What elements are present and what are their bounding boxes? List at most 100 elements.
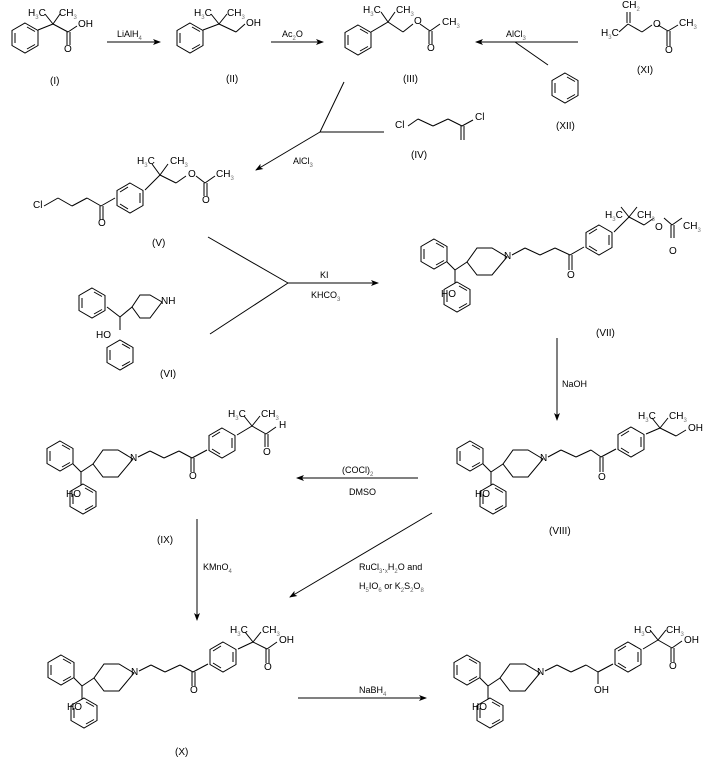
- atom-ch3: CH3: [679, 18, 697, 32]
- label-compound-II: (II): [226, 74, 239, 85]
- atom-o: O: [263, 447, 271, 458]
- atom-o: O: [98, 218, 106, 229]
- atom-h3c: H3C: [230, 625, 248, 639]
- atom-ho: HO: [472, 702, 487, 713]
- label-compound-XII: (XII): [556, 121, 575, 132]
- atom-ch3: CH3: [216, 169, 234, 183]
- reagent-nabh4: NaBH4: [359, 685, 387, 698]
- atom-ch3: CH3: [59, 8, 77, 22]
- atom-o: O: [190, 685, 198, 696]
- atom-ch3: CH3: [262, 625, 280, 639]
- atom-ch3: CH3: [669, 411, 687, 425]
- arrow-III-IV-to-V: [255, 81, 384, 171]
- compound-III: [344, 11, 441, 56]
- reagent-ki: KI: [320, 270, 329, 280]
- atom-ho: HO: [67, 702, 82, 713]
- label-compound-VI: (VI): [160, 369, 177, 380]
- reagent-dmso: DMSO: [349, 487, 376, 497]
- atom-ho: HO: [441, 289, 456, 300]
- atom-ch3: CH3: [396, 5, 414, 19]
- atom-cl: Cl: [475, 112, 485, 123]
- atom-ho: HO: [96, 330, 111, 341]
- atom-ch2: CH2: [622, 0, 640, 14]
- atom-oh: OH: [78, 19, 93, 30]
- atom-cl: Cl: [395, 120, 405, 131]
- reagent-oxalyl-chloride: (COCl)2: [342, 465, 374, 478]
- atom-oh: OH: [594, 685, 609, 696]
- atom-o: O: [669, 661, 677, 672]
- atom-cl: Cl: [33, 200, 43, 211]
- atom-o: O: [264, 662, 272, 673]
- label-compound-I: (I): [50, 76, 60, 87]
- reagent-ac2o: Ac2O: [282, 29, 303, 42]
- atom-n: N: [130, 453, 138, 464]
- atom-h: H: [279, 420, 287, 431]
- compound-XII: [551, 72, 579, 104]
- atom-o: O: [655, 222, 663, 233]
- compound-II: [176, 13, 246, 54]
- atom-o: O: [653, 19, 661, 30]
- label-compound-XI: (XI): [637, 65, 654, 76]
- compound-fexofenadine: [454, 629, 683, 728]
- reagent-khco3: KHCO3: [311, 290, 341, 303]
- atom-h3c: H3C: [228, 409, 246, 423]
- atom-h3c: H3C: [634, 625, 652, 639]
- atom-h3c: H3C: [363, 5, 381, 19]
- atom-n: N: [540, 453, 548, 464]
- atom-ch3: CH3: [170, 156, 188, 170]
- compound-IV: [407, 118, 474, 140]
- atom-oh: OH: [684, 635, 699, 646]
- label-compound-IX: (IX): [157, 535, 174, 546]
- atom-ch3: CH3: [261, 409, 279, 423]
- atom-ho: HO: [66, 489, 81, 500]
- atom-nh: NH: [161, 296, 176, 307]
- label-compound-V: (V): [152, 238, 166, 249]
- reagent-lialh4: LiAlH4: [117, 29, 142, 42]
- reagent-naoh: NaOH: [562, 379, 588, 389]
- atom-n: N: [537, 667, 545, 678]
- atom-h3c: H3C: [601, 28, 619, 42]
- atom-h3c: H3C: [638, 411, 656, 425]
- reagent-alcl3-top: AlCl3: [506, 29, 526, 42]
- label-compound-IV: (IV): [411, 150, 428, 161]
- label-compound-VII: (VII): [596, 328, 615, 339]
- reagent-kmno4: KMnO4: [203, 562, 232, 575]
- atom-o: O: [598, 472, 606, 483]
- atom-ho: HO: [475, 489, 490, 500]
- arrow-XI-to-III: [475, 39, 578, 66]
- atom-h3c: H3C: [605, 210, 623, 224]
- atom-o: O: [202, 195, 210, 206]
- atom-o: O: [669, 246, 677, 257]
- atom-o: O: [414, 16, 422, 27]
- atom-ch3: CH3: [666, 625, 684, 639]
- atom-o: O: [64, 44, 72, 55]
- reagent-alcl3-v: AlCl3: [293, 156, 313, 169]
- compound-V: [43, 163, 216, 220]
- label-compound-III: (III): [403, 74, 418, 85]
- atom-ch3: CH3: [442, 17, 460, 31]
- atom-ch3: CH3: [637, 210, 655, 224]
- reagent-rucl3-line2: H5IO6 or K2S2O8: [359, 581, 424, 594]
- compound-VI: [78, 287, 163, 371]
- atom-n: N: [504, 251, 512, 262]
- compound-X: [48, 631, 278, 728]
- atom-h3c: H3C: [137, 156, 155, 170]
- atom-ch3: CH3: [227, 8, 245, 22]
- atom-h3c: H3C: [194, 8, 212, 22]
- compound-I: [11, 13, 78, 54]
- atom-o: O: [427, 43, 435, 54]
- atom-o: O: [189, 471, 197, 482]
- atom-ch3: CH3: [683, 221, 701, 235]
- label-compound-X: (X): [175, 747, 189, 758]
- reagent-rucl3-line1: RuCl3.xH2O and: [359, 562, 423, 575]
- compound-VIII: [457, 417, 687, 514]
- atom-o: O: [188, 169, 196, 180]
- atom-o: O: [567, 270, 575, 281]
- atom-oh: OH: [688, 423, 703, 434]
- compound-IX: [47, 415, 277, 514]
- arrow-VIII-to-X: [289, 512, 433, 598]
- arrow-V-VI-to-VII: [207, 236, 379, 335]
- compound-XI: [618, 12, 679, 46]
- compound-VII: [421, 206, 683, 312]
